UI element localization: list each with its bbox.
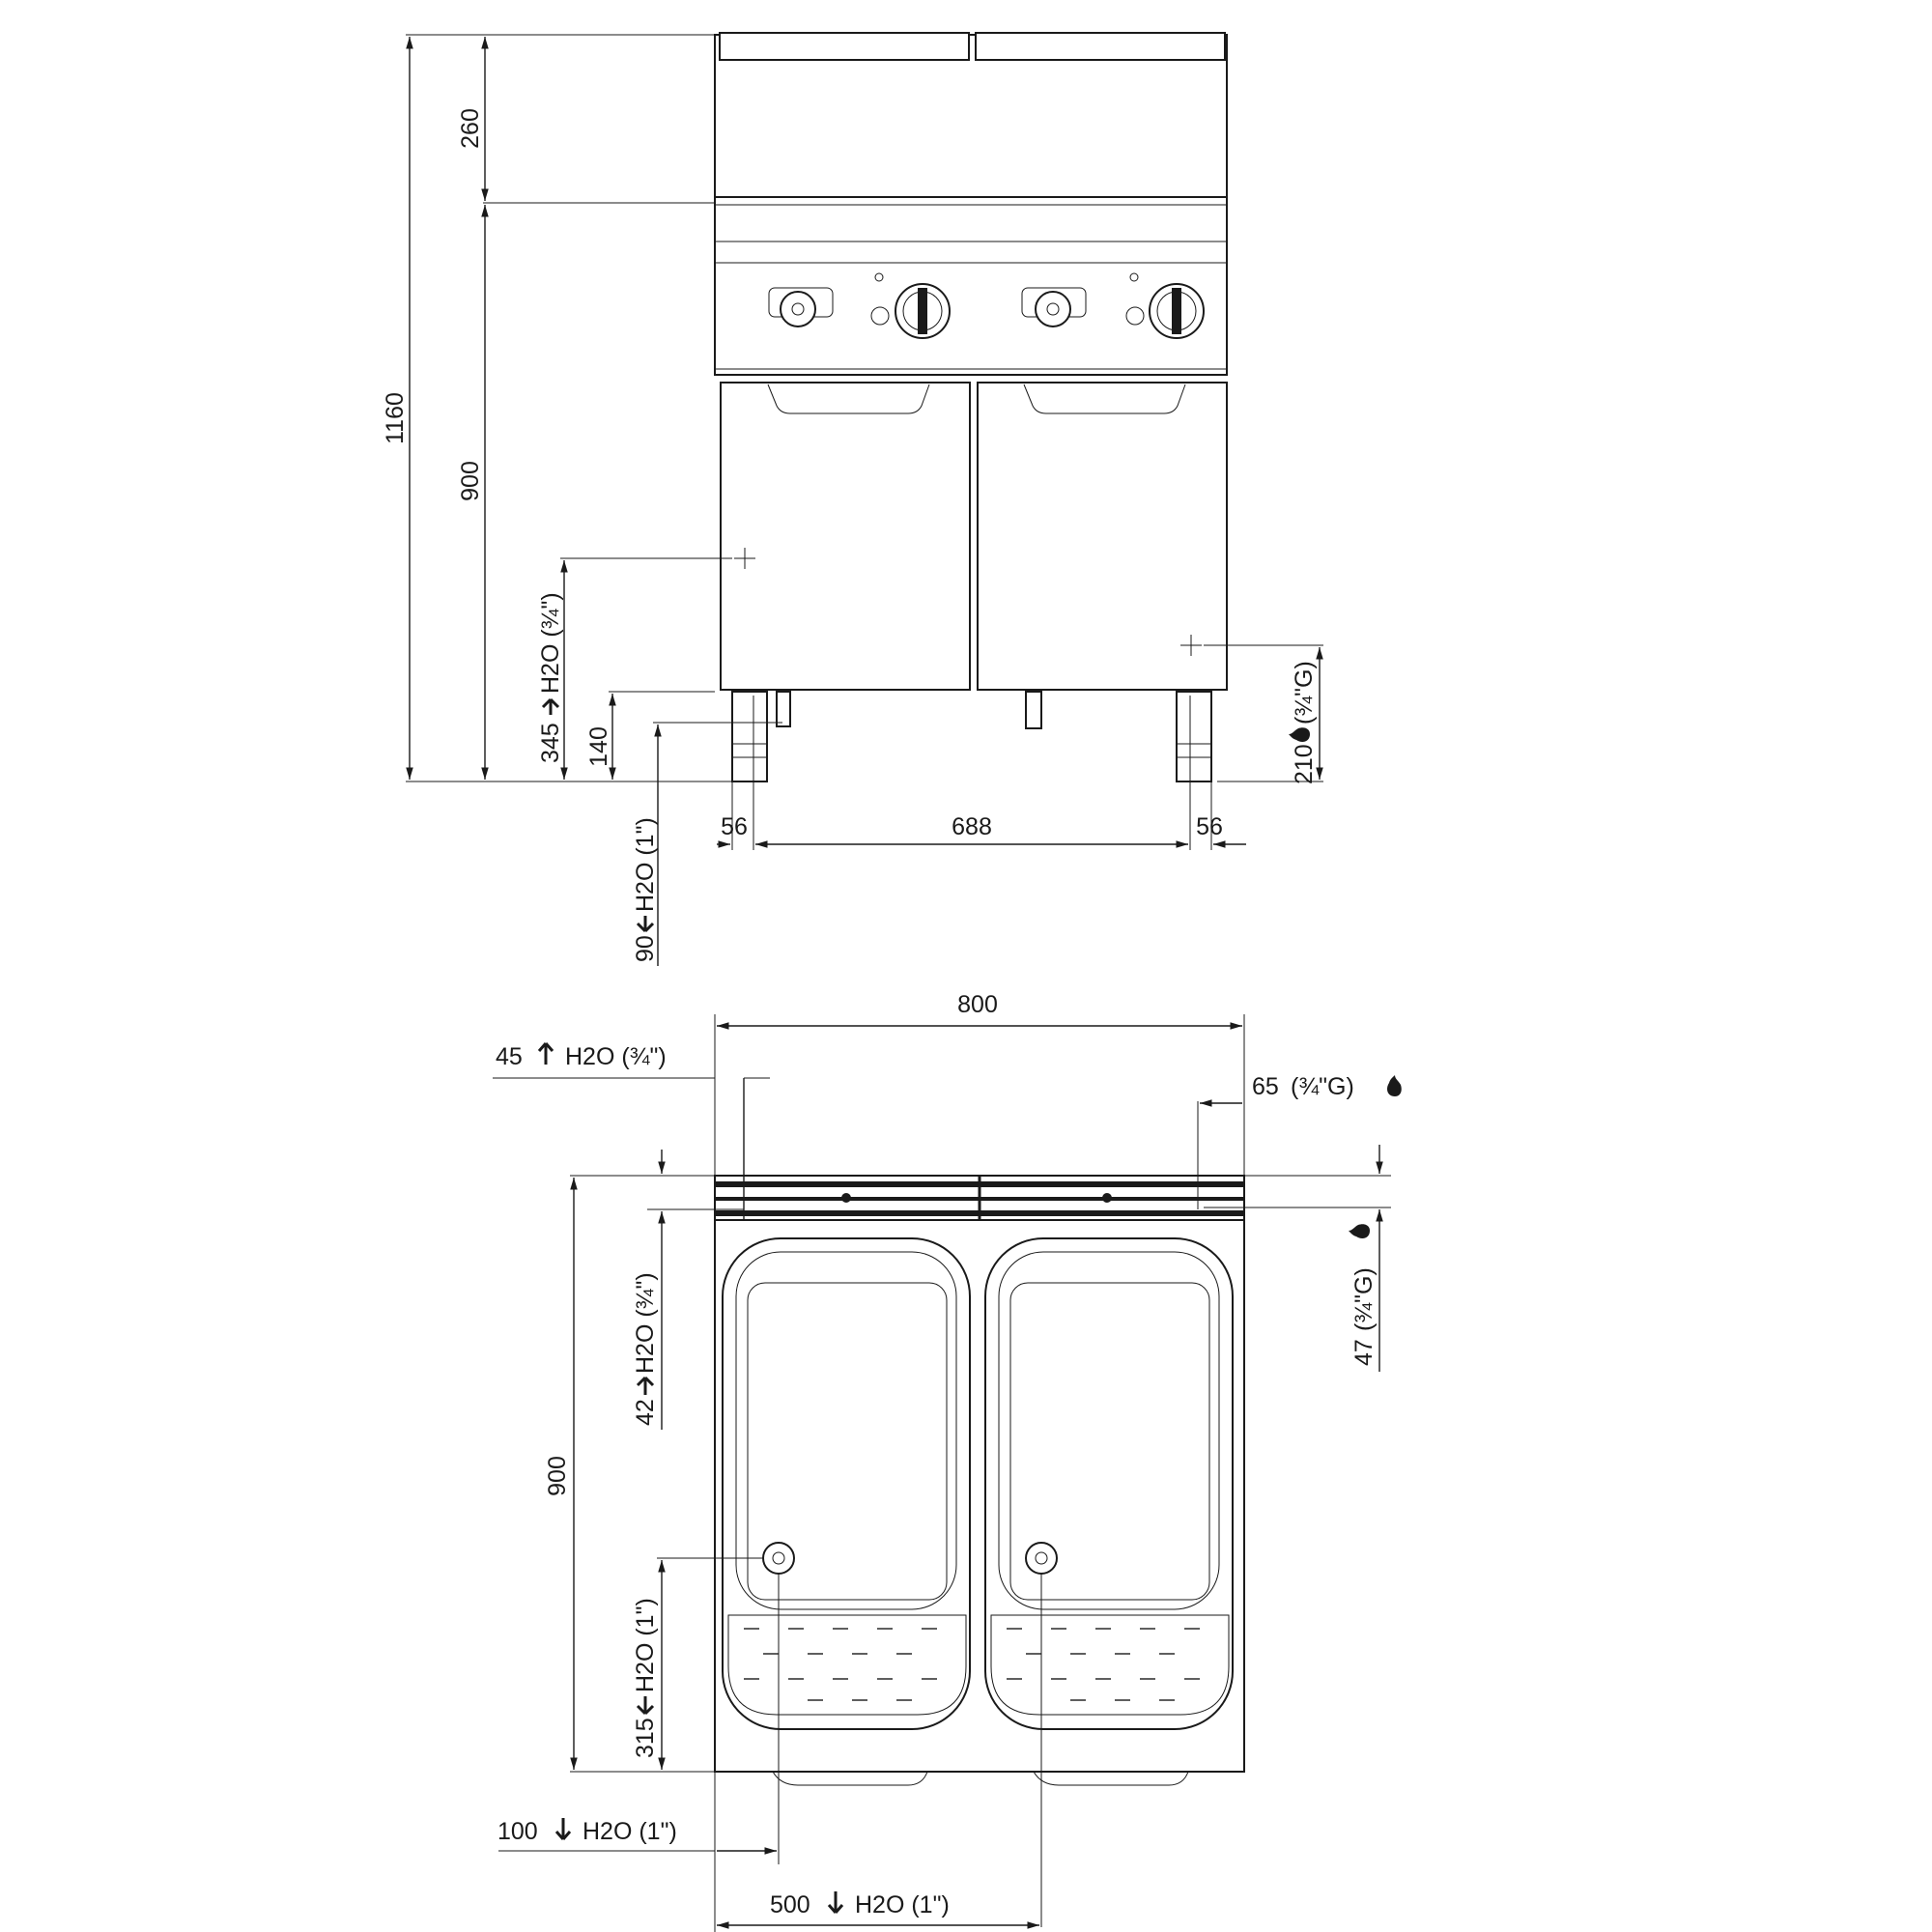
drain-pipe-left [772,1771,928,1786]
leg-right [1176,691,1212,782]
thermostat-knob-right [1021,287,1087,327]
water-inlet-side-value: 45 [496,1043,523,1070]
gas-valve-knob-left [870,272,951,339]
gas-depth-value: 47 [1350,1339,1378,1366]
drain-height-callout: 90 H2O (1") [632,817,659,962]
gas-side-unit: (¾"G) [1291,1073,1354,1100]
drain-side-value: 100 [497,1818,538,1845]
leg-span-label: 688 [952,813,992,840]
gas-flame-icon [1387,1075,1402,1096]
arrow-down-icon [554,1818,572,1840]
leg-height-label: 140 [585,726,612,767]
arrow-down-icon [827,1891,844,1914]
drain-depth-callout: 315 H2O (1") [632,1598,659,1758]
top-depth-label: 900 [544,1456,571,1496]
right-tank-lid [975,32,1226,61]
thermostat-knob-left [768,287,834,327]
fryer-well-right [984,1237,1234,1730]
door-handle-right [1023,384,1186,414]
gas-height-callout: 210 (¾"G) [1289,661,1318,784]
water-inlet-height-unit: H2O (¾") [537,592,564,694]
gas-depth-unit: (¾"G) [1350,1267,1378,1331]
leg-left [731,691,768,782]
arrow-up-icon [537,1042,554,1065]
gas-valve-knob-right [1125,272,1205,339]
drain-outlet-right [1025,1542,1058,1575]
right-offset-label: 56 [1196,813,1223,840]
body-height-label: 900 [457,461,484,501]
top-width-label: 800 [957,991,998,1018]
crosshair-icon [1180,635,1202,656]
top-view: 800 45 H2O (¾") 65 (¾"G) 900 47 (¾"G) 42… [493,991,1402,1932]
drain-pipe-right [1033,1771,1189,1786]
arrow-up-icon [541,697,560,715]
water-inlet-pipe [776,691,791,727]
basket-support-left [727,1614,967,1716]
crosshair-icon [734,548,755,569]
basket-support-right [990,1614,1230,1716]
left-tank-lid [719,32,970,61]
water-inlet-depth-callout: 42 H2O (¾") [632,1272,659,1426]
cabinet-door-left [720,382,971,691]
water-inlet-depth-unit: H2O (¾") [632,1272,659,1374]
drain-depth-value: 315 [632,1718,659,1758]
drain-side-callout: 100 H2O (1") [497,1818,677,1845]
water-inlet-depth-value: 42 [632,1399,659,1426]
water-inlet-height-value: 345 [537,723,564,763]
left-offset-label: 56 [721,813,748,840]
drain-pipe [1025,691,1042,729]
arrow-up-icon [636,1376,655,1395]
gas-side-value: 65 [1252,1073,1279,1100]
water-inlet-height-callout: 345 H2O (¾") [537,592,564,763]
drain-height-unit: H2O (1") [632,817,659,912]
water-inlet-side-unit: H2O (¾") [565,1043,667,1070]
overall-height-label: 1160 [382,392,409,444]
drain-depth-unit: H2O (1") [632,1598,659,1692]
drain-center-value: 500 [770,1891,810,1918]
drain-center-unit: H2O (1") [855,1891,950,1918]
door-handle-left [767,384,930,414]
front-view: 1160 260 900 345 H2O (¾") 140 90 H2O (1"… [382,32,1323,966]
drain-outlet-left [762,1542,795,1575]
cabinet-door-right [977,382,1228,691]
top-height-label: 260 [457,108,484,149]
gas-flame-icon [1289,727,1310,742]
water-inlet-side-callout: 45 H2O (¾") [496,1042,667,1070]
gas-flame-icon [1349,1224,1370,1238]
gas-depth-callout: 47 (¾"G) [1349,1224,1378,1366]
gas-height-value: 210 [1291,744,1318,784]
drain-side-unit: H2O (1") [582,1818,677,1845]
arrow-down-icon [636,916,655,933]
gas-height-unit: (¾"G) [1291,661,1318,724]
drain-center-callout: 500 H2O (1") [770,1891,950,1918]
gas-side-callout: 65 (¾"G) [1252,1073,1402,1100]
drain-height-value: 90 [632,935,659,962]
control-panel [714,196,1228,376]
fryer-well-left [722,1237,971,1730]
arrow-down-icon [636,1696,655,1716]
fryer-top-section [714,34,1228,198]
